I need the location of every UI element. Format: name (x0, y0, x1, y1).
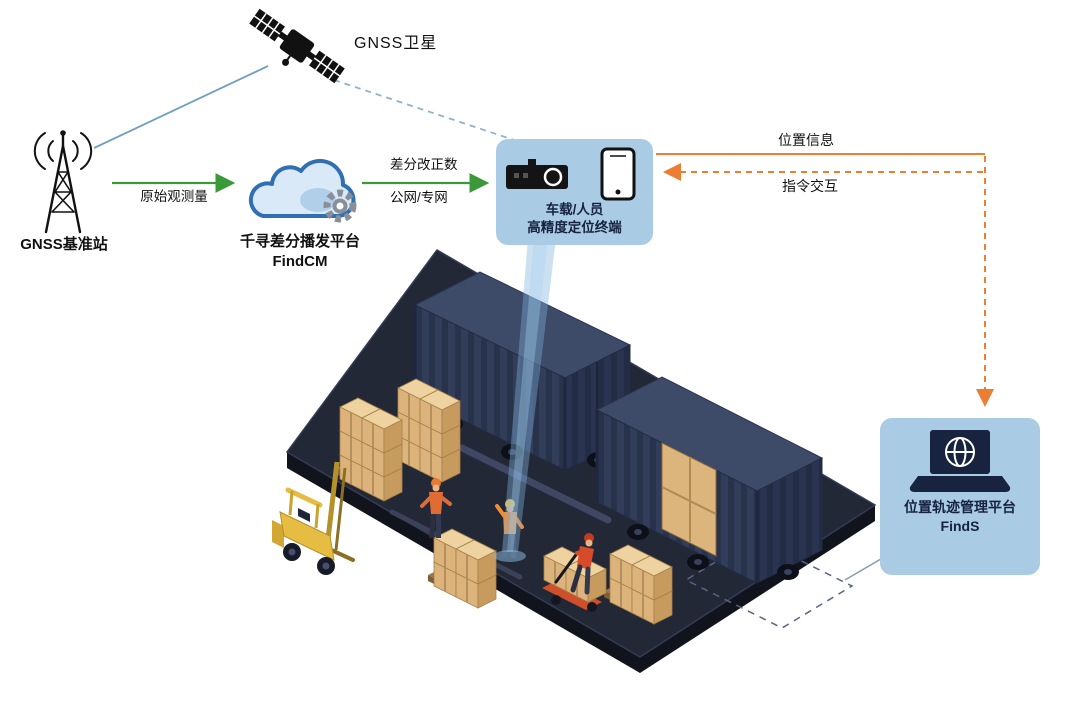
worker-3 (570, 533, 594, 595)
cloud-platform-product: FindCM (272, 253, 328, 270)
radio-tower-icon (33, 130, 93, 234)
smartphone-icon (600, 147, 635, 201)
arrow-position-info (656, 153, 994, 407)
worker-1 (420, 478, 452, 538)
gear-icon (323, 189, 357, 223)
platform-label-name: 位置轨迹管理平台 (904, 499, 1016, 515)
container-1 (413, 271, 632, 471)
terminal-devices (505, 147, 635, 201)
position-info-label: 位置信息 (778, 132, 834, 148)
satellite-icon (249, 8, 345, 84)
cloud-platform-name: 千寻差分播发平台 (239, 233, 360, 250)
link-satellite-to-base (93, 65, 269, 149)
terminal-label-line1: 车载/人员 (545, 202, 604, 217)
platform-label-product: FindS (940, 517, 980, 534)
command-interaction-label: 指令交互 (782, 178, 838, 194)
forklift (272, 461, 355, 575)
positioning-beam (494, 238, 556, 562)
cloud-icon (248, 158, 357, 223)
laptop-globe-icon (909, 430, 1011, 492)
correction-data-label: 差分改正数 (390, 157, 458, 172)
terminal-label-line2: 高精度定位终端 (527, 220, 622, 236)
worker-2 (495, 499, 524, 558)
link-satellite-to-terminal (333, 79, 515, 141)
warehouse-illustration (272, 249, 887, 673)
vehicle-unit-icon (505, 159, 568, 189)
finds-pointer-line (844, 555, 887, 581)
management-platform-card: 位置轨迹管理平台 FindS (880, 418, 1040, 575)
terminal-card: 车载/人员 高精度定位终端 (496, 139, 653, 245)
container-2 (595, 376, 824, 584)
base-station-label: GNSS基准站 (20, 236, 108, 253)
satellite-label: GNSS卫星 (354, 35, 438, 52)
pallet-jack (542, 546, 607, 612)
globe-icon (945, 437, 975, 467)
network-type-label: 公网/专网 (390, 190, 448, 205)
raw-observation-label: 原始观测量 (140, 189, 208, 204)
